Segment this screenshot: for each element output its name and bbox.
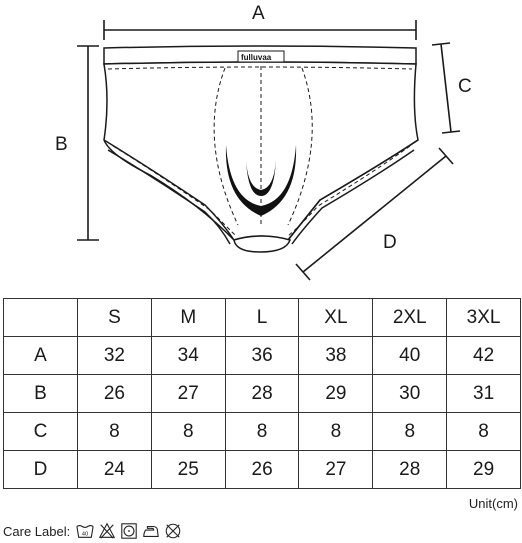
- row-label-cell: A: [3, 336, 78, 375]
- wash-40-icon: 40: [76, 525, 94, 538]
- table-cell: 30: [372, 374, 448, 413]
- table-cell: 31: [446, 374, 521, 413]
- care-label-section: Care Label: 40: [3, 521, 186, 541]
- header-cell: 3XL: [446, 298, 521, 337]
- brand-tag: fulluvaa: [237, 50, 285, 63]
- table-cell: 29: [298, 374, 374, 413]
- care-label-text: Care Label:: [3, 523, 71, 539]
- table-cell: 8: [446, 412, 521, 451]
- table-cell: 8: [224, 412, 300, 451]
- table-cell: 8: [150, 412, 226, 451]
- table-cell: 8: [372, 412, 448, 451]
- tumble-dry-icon: [121, 523, 137, 539]
- table-cell: 28: [372, 450, 448, 489]
- table-cell: 36: [224, 336, 300, 375]
- table-cell: 32: [77, 336, 152, 375]
- header-cell: 2XL: [372, 298, 448, 337]
- header-cell: XL: [298, 298, 374, 337]
- do-not-bleach-icon: [99, 522, 116, 539]
- row-label-cell: D: [3, 450, 78, 489]
- underwear-diagram: A B C D: [55, 3, 472, 281]
- table-cell: 34: [150, 336, 226, 375]
- table-cell: 27: [150, 374, 226, 413]
- header-cell: M: [150, 298, 226, 337]
- table-cell: 27: [298, 450, 374, 489]
- unit-label: Unit(cm): [468, 496, 518, 511]
- table-row: B 26 27 28 29 30 31: [3, 374, 521, 413]
- table-cell: 25: [150, 450, 226, 489]
- dimension-d: [295, 147, 454, 281]
- svg-text:40: 40: [82, 532, 89, 538]
- do-not-dry-clean-icon: [165, 523, 181, 539]
- table-header-row: S M L XL 2XL 3XL: [3, 298, 521, 337]
- header-cell: [3, 298, 78, 337]
- dimension-c: [431, 42, 461, 134]
- header-cell: L: [224, 298, 300, 337]
- row-label-cell: B: [3, 374, 78, 413]
- table-cell: 42: [446, 336, 521, 375]
- pouch-accent: [225, 145, 297, 216]
- row-label-cell: C: [3, 412, 78, 451]
- brand-text: fulluvaa: [241, 53, 272, 62]
- table-row: D 24 25 26 27 28 29: [3, 450, 521, 489]
- stitching: [107, 66, 413, 237]
- table-cell: 29: [446, 450, 521, 489]
- table-cell: 26: [77, 374, 152, 413]
- iron-icon: [143, 525, 160, 537]
- table-cell: 26: [224, 450, 300, 489]
- table-cell: 28: [224, 374, 300, 413]
- dimension-d-label: D: [383, 232, 397, 253]
- table-cell: 24: [77, 450, 152, 489]
- dimension-b-label: B: [55, 134, 68, 155]
- dimension-c-label: C: [458, 76, 472, 97]
- table-cell: 8: [298, 412, 374, 451]
- header-cell: S: [77, 298, 152, 337]
- size-chart-table: S M L XL 2XL 3XL A 32 34 36 38 40 42 B 2…: [3, 298, 521, 489]
- table-cell: 8: [77, 412, 152, 451]
- dimension-b: [77, 45, 99, 241]
- dimension-a-label: A: [252, 3, 265, 24]
- table-cell: 38: [298, 336, 374, 375]
- dimension-a: [103, 20, 417, 40]
- table-row: A 32 34 36 38 40 42: [3, 336, 521, 375]
- table-cell: 40: [372, 336, 448, 375]
- table-row: C 8 8 8 8 8 8: [3, 412, 521, 451]
